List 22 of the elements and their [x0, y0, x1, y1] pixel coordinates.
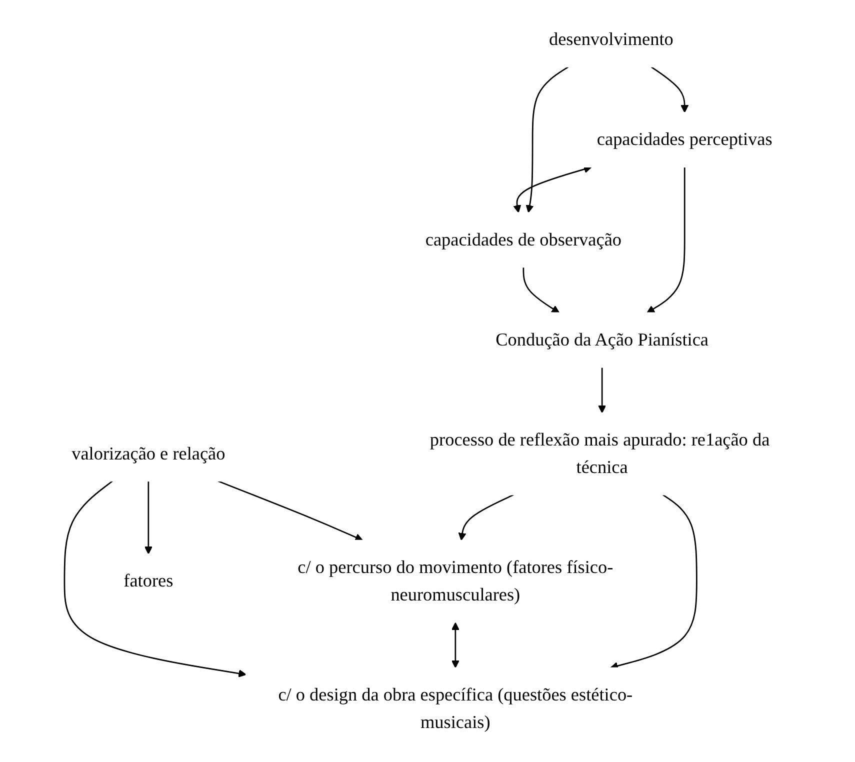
arrow — [650, 66, 688, 113]
arrow — [525, 66, 568, 213]
node-text: processo de reflexão mais apurado: re1ação da técnica — [430, 430, 770, 478]
node-text: Condução da Ação Pianística — [495, 330, 708, 350]
node-text: c/ o design da obra específica (questões estético-musicais) — [278, 685, 632, 732]
arrow — [217, 480, 363, 542]
arrow — [598, 367, 606, 414]
arrow — [522, 267, 560, 314]
flow-diagram: desenvolvimento capacidades perceptivas capacidades de observação Condução da Ação Pianística processo de reflexão mais apurado: re1ação da técnica c/ o percurso do movimento (fatores físico-neuromusculares) c/ o design da obra específica (questões estético-musicais) valorização e relação fatores — [36, 5, 818, 757]
node-text: desenvolvimento — [548, 30, 673, 50]
arrow — [610, 494, 697, 670]
arrow — [646, 167, 685, 314]
arrow — [451, 622, 460, 668]
node-text: valorização e relação — [71, 444, 225, 464]
node-text: fatores — [123, 571, 173, 592]
arrow — [458, 494, 514, 541]
arrow — [63, 480, 246, 678]
arrow — [144, 481, 152, 554]
node-text: capacidades perceptivas — [596, 130, 772, 150]
node-text: capacidades de observação — [425, 230, 622, 250]
node-text: c/ o percurso do movimento (fatores físico-neuromusculares) — [297, 558, 613, 605]
arrow — [512, 165, 592, 213]
